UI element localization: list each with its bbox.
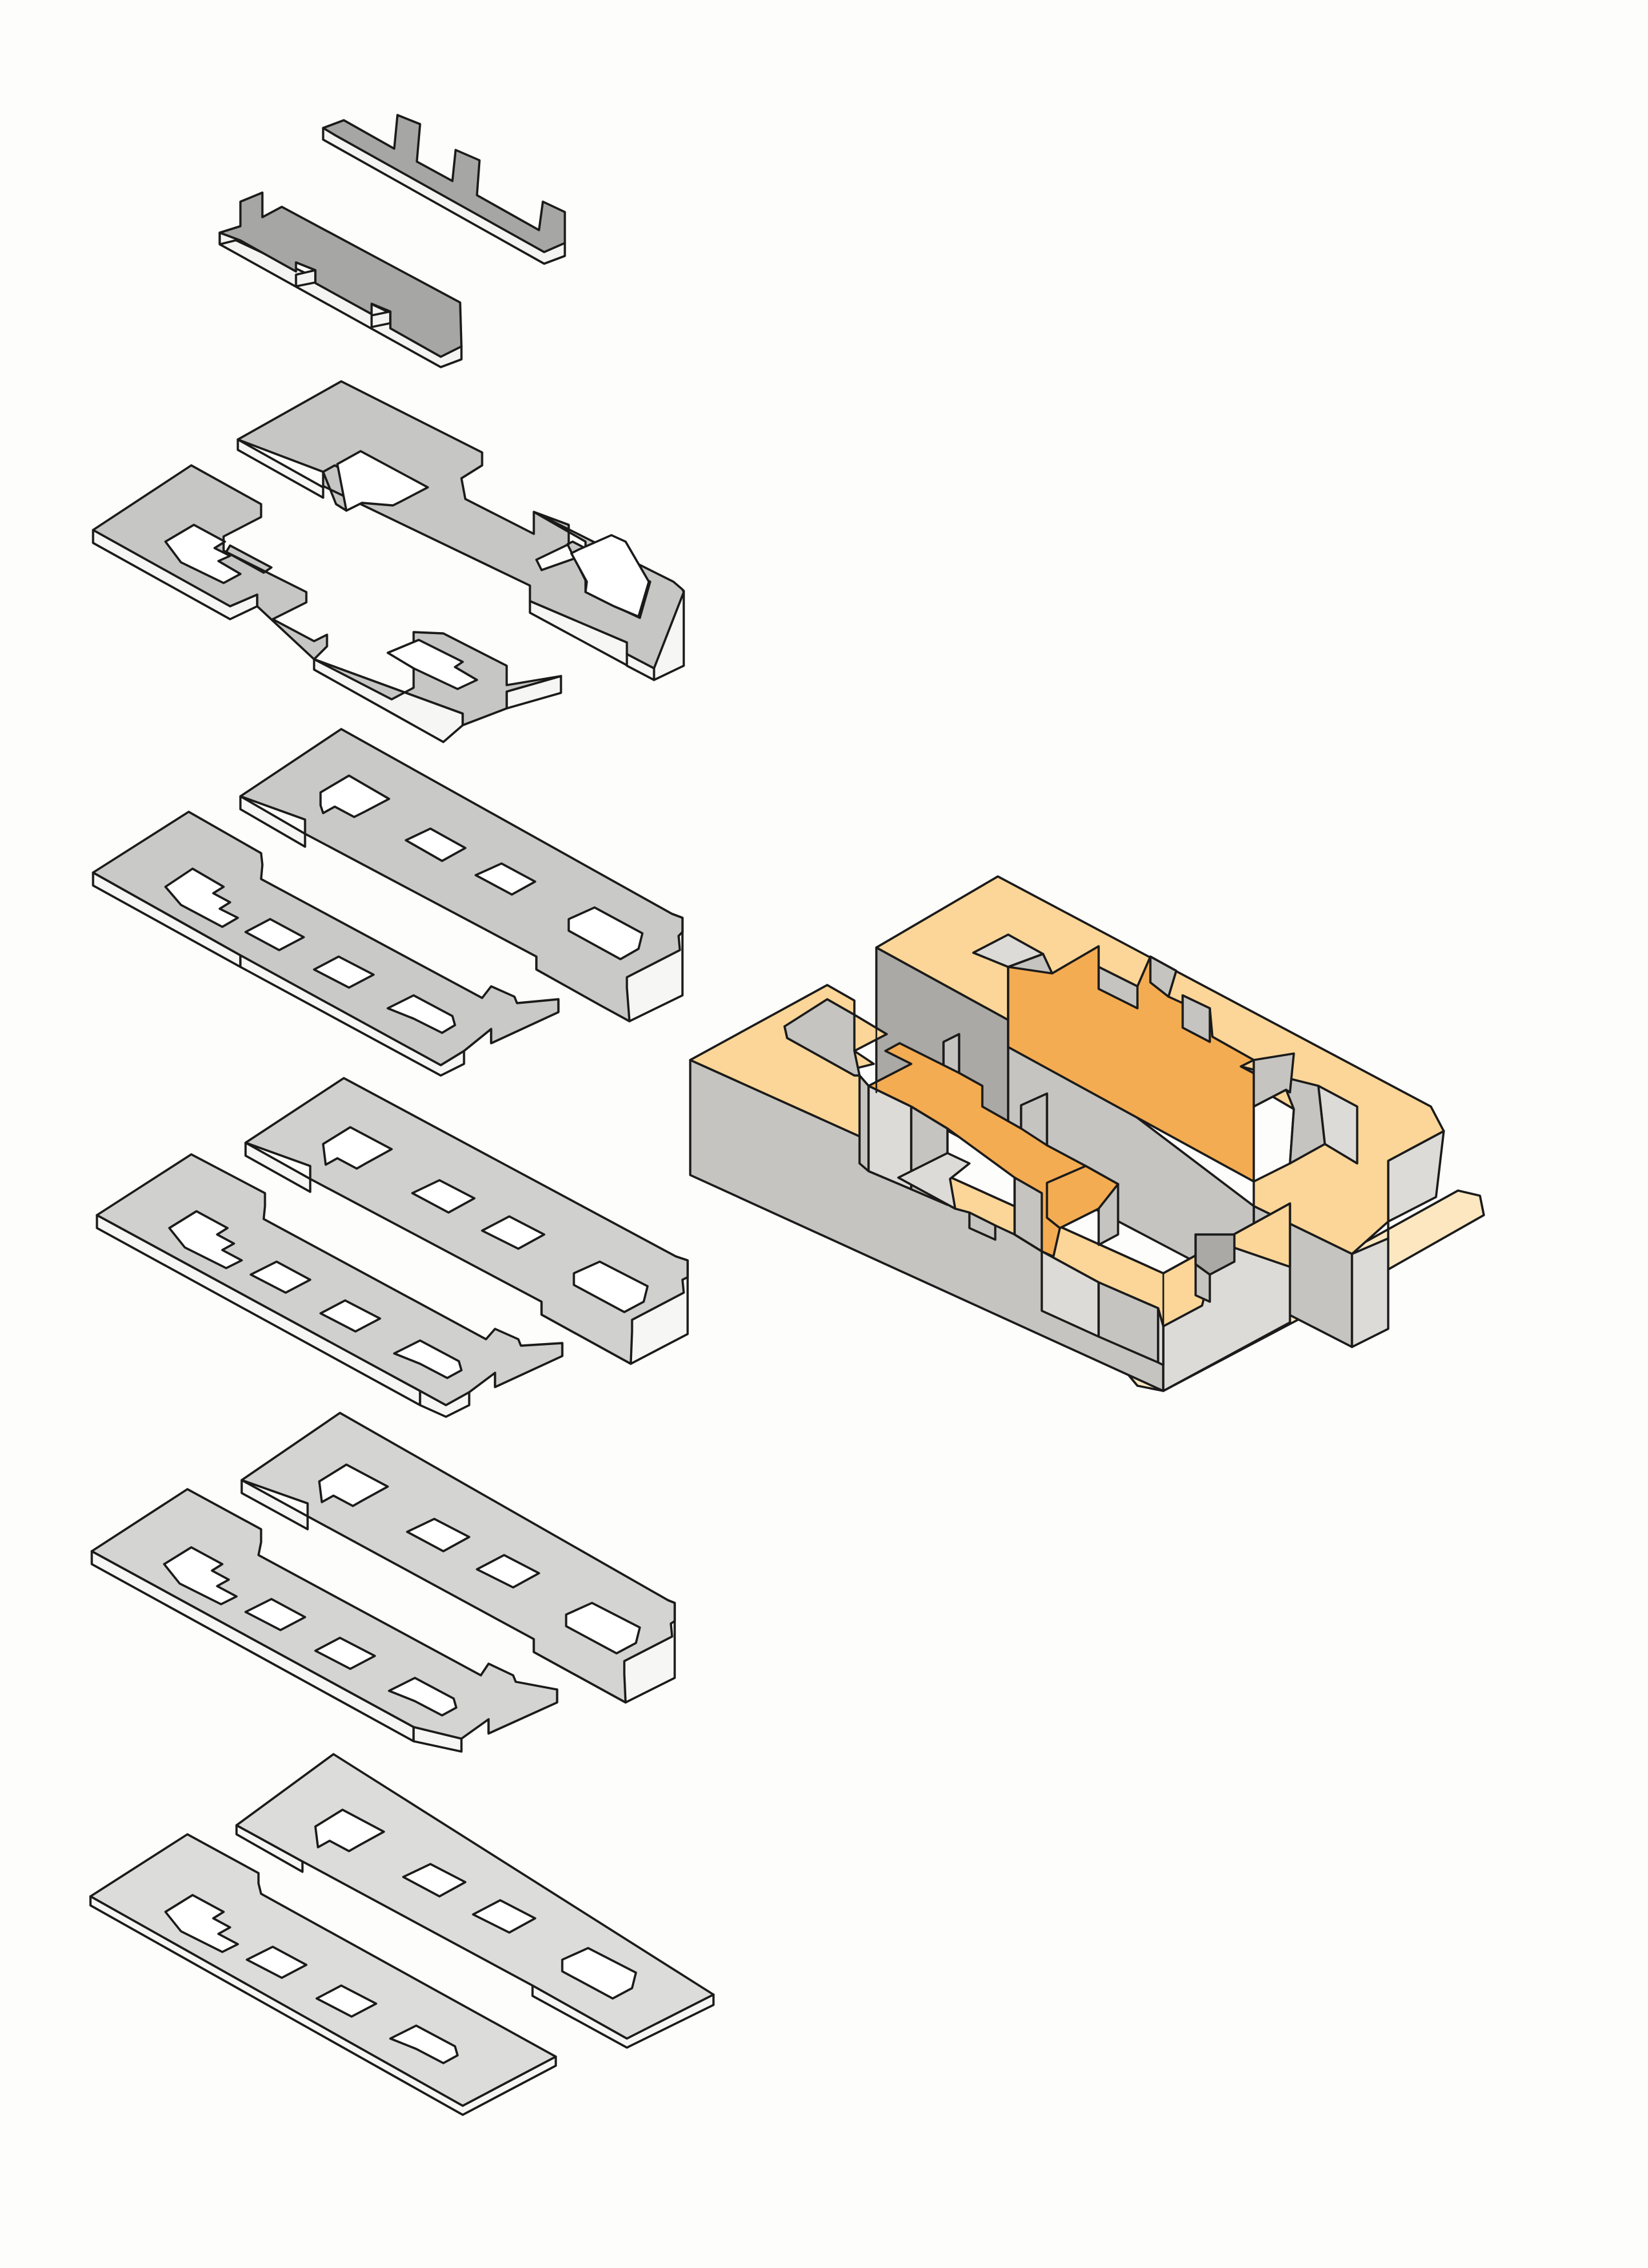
floor-1-block-front bbox=[89, 1833, 557, 2116]
floor-4-block-front bbox=[92, 811, 560, 1077]
floor-5-slab bbox=[92, 380, 685, 743]
floor-3-block-back bbox=[244, 1077, 689, 1365]
floor-5-block-front bbox=[92, 464, 562, 743]
roof-bar-front bbox=[218, 191, 463, 368]
floor-4-block-back bbox=[239, 728, 684, 1023]
floor-3-block-front bbox=[96, 1153, 564, 1418]
roof-layer bbox=[218, 114, 566, 368]
floor-2-block-back bbox=[240, 1412, 676, 1704]
assembled-building-model bbox=[689, 875, 1485, 1392]
floor-1-slab bbox=[89, 1753, 715, 2116]
floor-3-slab bbox=[96, 1077, 689, 1418]
floor-4-slab bbox=[92, 728, 684, 1077]
floor-5-block-back bbox=[237, 380, 685, 681]
floor-2-block-front bbox=[90, 1488, 558, 1753]
roof-bar-back bbox=[322, 114, 566, 265]
model-block-front bbox=[689, 984, 1291, 1392]
floor-2-slab bbox=[90, 1412, 676, 1753]
floor-1-block-back bbox=[235, 1753, 715, 2049]
